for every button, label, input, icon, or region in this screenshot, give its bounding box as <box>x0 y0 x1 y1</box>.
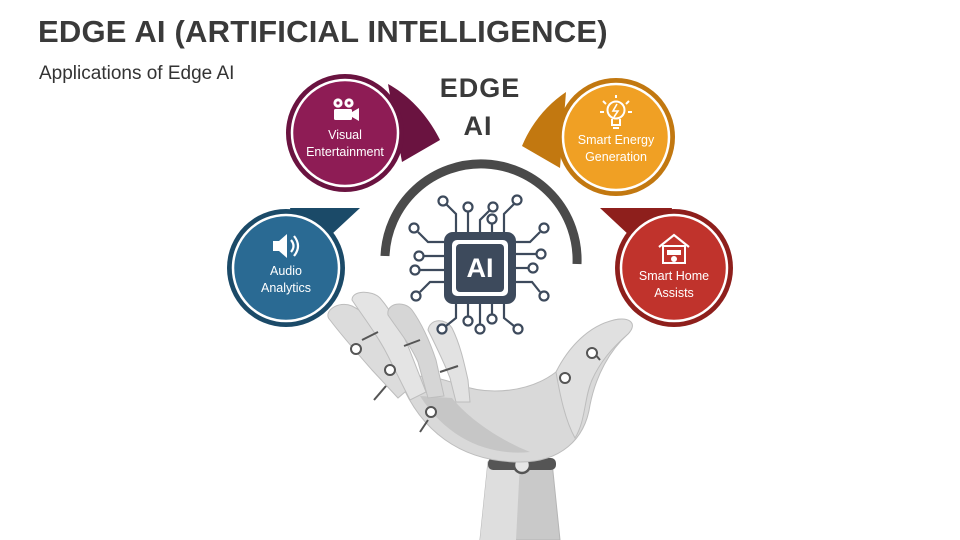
bubble-audio-analytics <box>227 208 360 327</box>
bubble-label-smart-home: Smart Home Assists <box>638 269 710 300</box>
bubble-label-audio-analytics: Audio Analytics <box>260 264 312 295</box>
center-title-ai: AI <box>463 111 493 141</box>
bubble-label-smart-energy: Smart Energy Generation <box>577 133 655 164</box>
bubble-smart-energy <box>522 78 675 196</box>
bubble-visual-entertainment <box>286 74 440 192</box>
chip-label: AI <box>467 253 494 283</box>
house-camera-icon <box>658 233 690 264</box>
robot-hand-illustration <box>327 291 633 540</box>
video-camera-icon <box>333 98 359 121</box>
ai-chip: AI <box>444 232 516 304</box>
slide-title: EDGE AI (ARTIFICIAL INTELLIGENCE) <box>38 14 608 49</box>
speaker-icon <box>273 234 300 258</box>
slide-subtitle: Applications of Edge AI <box>39 63 235 84</box>
lightbulb-energy-icon <box>600 95 632 129</box>
center-arc <box>380 159 582 265</box>
center-title-edge: EDGE <box>439 73 521 103</box>
bubble-smart-home <box>600 208 733 327</box>
bubble-label-visual-entertainment: Visual Entertainment <box>306 128 384 159</box>
